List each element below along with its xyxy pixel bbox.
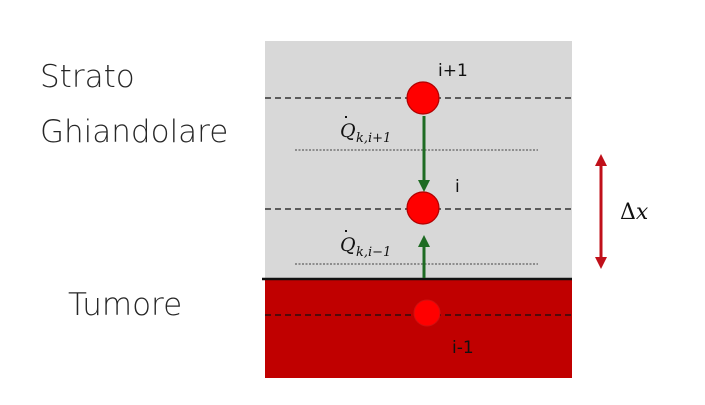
layer-label-ghiandolare: Ghiandolare [40, 114, 229, 150]
node-label-middle: i [455, 177, 460, 197]
layer-label-strato: Strato [40, 59, 135, 95]
spacing-delta: Δ [620, 200, 636, 225]
node-label-upper: i+1 [438, 61, 468, 81]
gland-layer [265, 41, 572, 279]
spacing-label: Δx [620, 200, 649, 225]
node-label-lower: i-1 [452, 338, 474, 358]
flux-symbol-lower: Q [340, 234, 356, 256]
flux-subscript-lower: k,i−1 [356, 245, 391, 260]
node-middle [406, 191, 440, 225]
spacing-var: x [636, 200, 649, 225]
node-upper [406, 81, 440, 115]
tumor-layer [265, 279, 572, 378]
layer-label-tumore: Tumore [68, 287, 183, 323]
flux-label-upper: Q k,i+1 [340, 116, 391, 146]
flux-subscript-upper: k,i+1 [356, 131, 391, 146]
flux-label-lower: Q k,i−1 [340, 230, 391, 260]
node-lower [413, 299, 441, 327]
flux-symbol-upper: Q [340, 120, 356, 142]
